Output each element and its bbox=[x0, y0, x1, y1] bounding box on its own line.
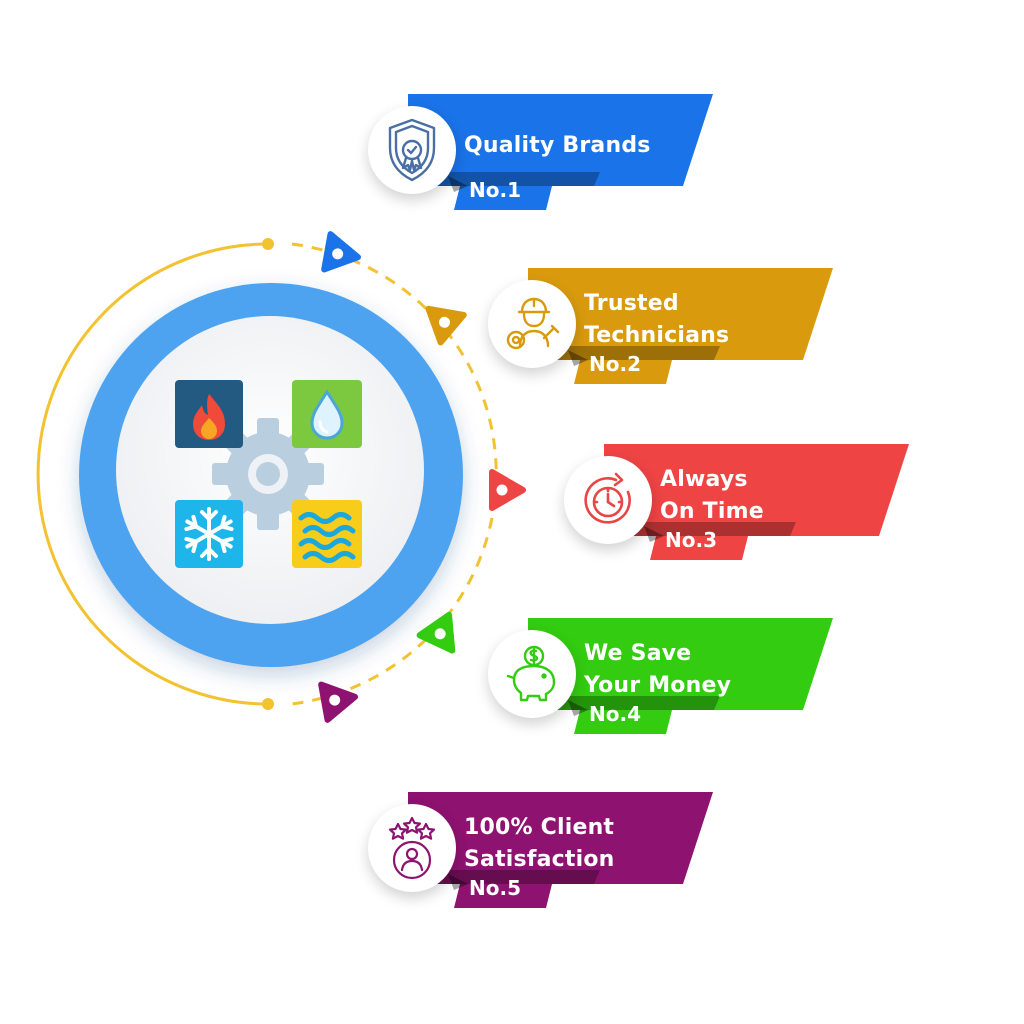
banner-tab bbox=[454, 884, 552, 908]
marker-4 bbox=[416, 611, 456, 654]
technician-icon bbox=[488, 280, 576, 368]
banner-ribbon-shade bbox=[408, 870, 600, 884]
banner-ribbon-shade bbox=[408, 172, 600, 186]
water-drop-icon bbox=[292, 380, 362, 448]
banner-ribbon-shade bbox=[528, 696, 720, 710]
banner-ribbon-shade bbox=[604, 522, 796, 536]
marker-3 bbox=[489, 469, 526, 511]
shield-badge-icon bbox=[368, 106, 456, 194]
banner-ribbon bbox=[528, 268, 833, 360]
banner-title: Quality Brands bbox=[464, 133, 651, 158]
banner-tab bbox=[574, 710, 672, 734]
banner-ribbon bbox=[604, 444, 909, 536]
fire-icon bbox=[175, 380, 243, 448]
arc-endpoint-bottom bbox=[262, 698, 274, 710]
banner-tab bbox=[454, 186, 552, 210]
marker-1 bbox=[321, 231, 362, 273]
banner-tab-fold bbox=[448, 176, 468, 192]
clock-icon bbox=[564, 456, 652, 544]
banner-tab-fold bbox=[644, 526, 664, 542]
banner-ribbon bbox=[408, 792, 713, 884]
gear-icon bbox=[212, 418, 324, 530]
banner-tab bbox=[574, 360, 672, 384]
banner-tab-fold bbox=[568, 350, 588, 366]
marker-5 bbox=[318, 681, 359, 723]
banner-tab bbox=[650, 536, 748, 560]
arc-endpoint-top bbox=[262, 238, 274, 250]
banner-tab-fold bbox=[568, 700, 588, 716]
feature-banner-quality-brands: Quality Brands No.1 bbox=[368, 88, 713, 210]
banner-number: No.4 bbox=[589, 702, 641, 726]
banner-ribbon bbox=[528, 618, 833, 710]
banner-ribbon bbox=[408, 94, 713, 186]
banner-shape bbox=[604, 444, 909, 560]
banner-number: No.2 bbox=[589, 352, 641, 376]
banner-shape bbox=[528, 268, 833, 384]
banner-shape bbox=[408, 94, 713, 210]
waves-icon bbox=[292, 500, 362, 568]
client-stars-icon bbox=[368, 804, 456, 892]
banner-tab-fold bbox=[448, 874, 468, 890]
banner-ribbon-shade bbox=[528, 346, 720, 360]
piggy-bank-icon bbox=[488, 630, 576, 718]
banner-shape bbox=[528, 618, 833, 734]
dashed-arc bbox=[291, 242, 498, 706]
banner-number: No.1 bbox=[469, 178, 521, 202]
banner-shape bbox=[408, 792, 713, 908]
marker-2 bbox=[425, 305, 467, 346]
snowflake-icon bbox=[175, 500, 243, 568]
banner-number: No.5 bbox=[469, 876, 521, 900]
solid-arc bbox=[36, 242, 269, 706]
banner-number: No.3 bbox=[665, 528, 717, 552]
